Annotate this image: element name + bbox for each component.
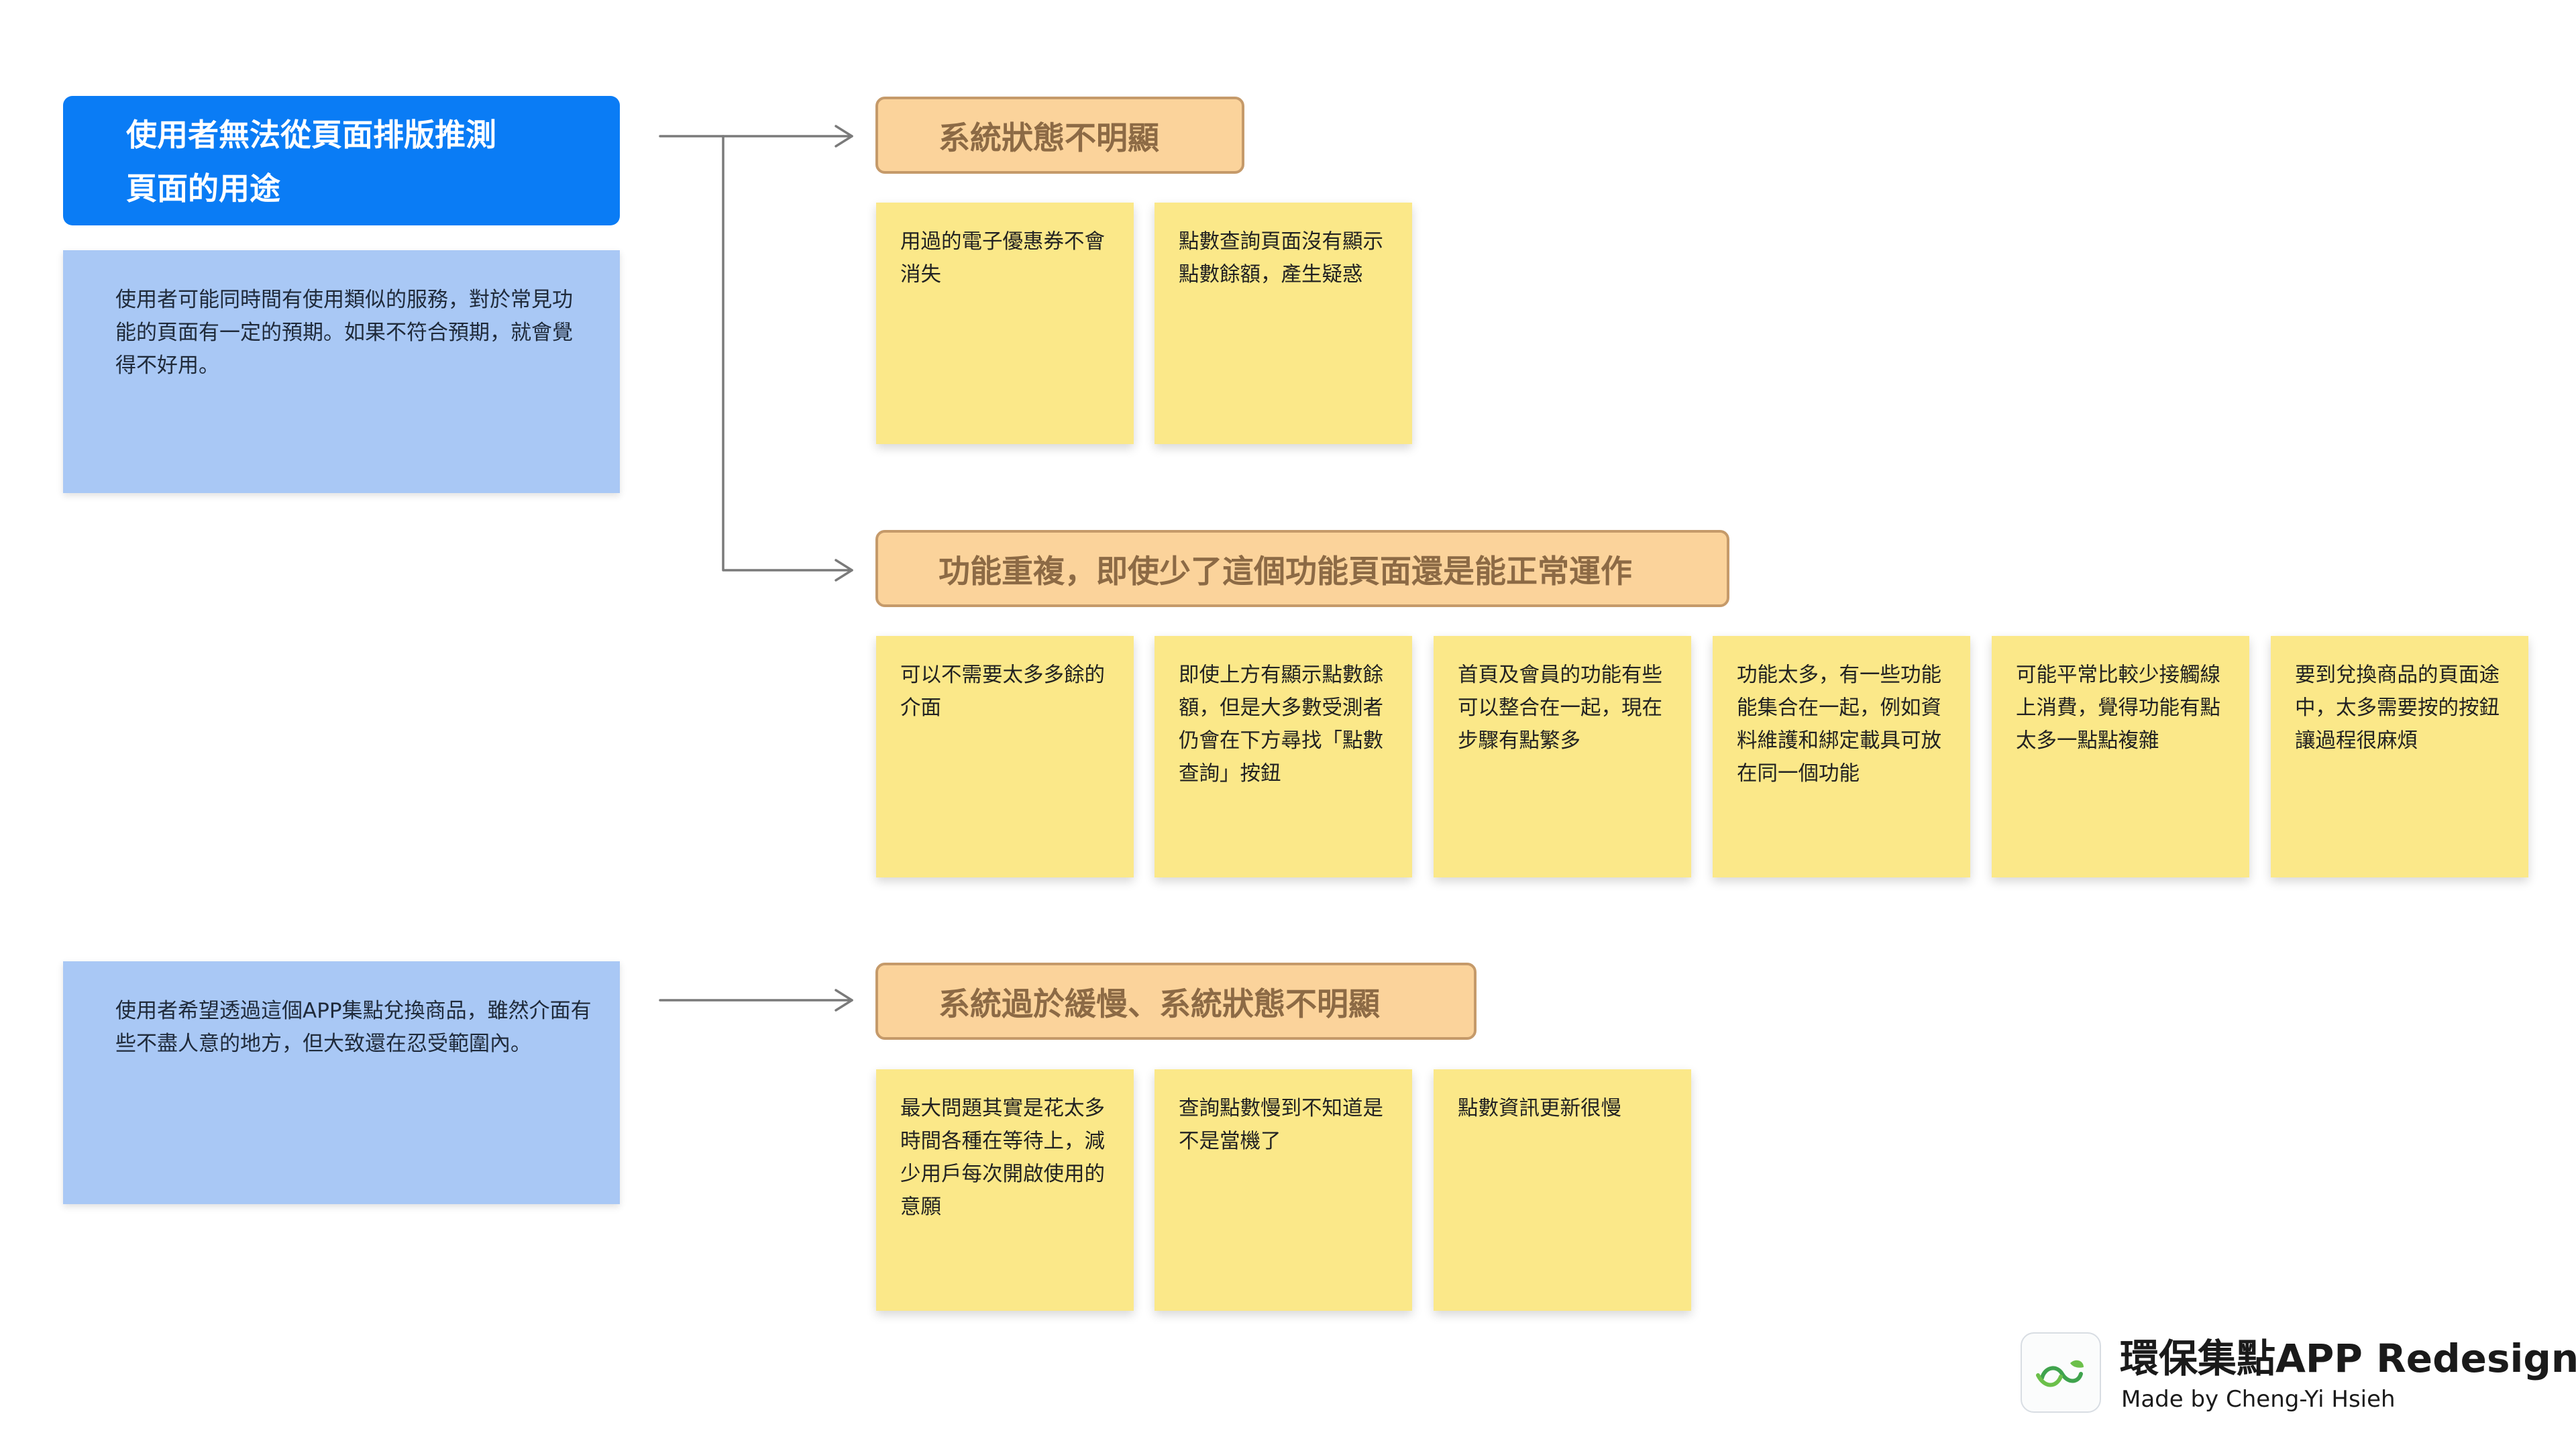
connector-to-category-2 <box>722 135 853 582</box>
problem-title-line-2: 頁面的用途 <box>126 170 280 207</box>
problem-title-line-1: 使用者無法從頁面排版推測 <box>126 117 496 153</box>
sticky-note: 查詢點數慢到不知道是不是當機了 <box>1155 1069 1412 1311</box>
problem-title: 使用者無法從頁面排版推測 頁面的用途 <box>63 96 620 225</box>
footer-author: Made by Cheng-Yi Hsieh <box>2121 1386 2396 1413</box>
sticky-note: 點數資訊更新很慢 <box>1434 1069 1691 1311</box>
category-pill: 系統狀態不明顯 <box>875 97 1244 174</box>
sticky-note: 功能太多，有一些功能能集合在一起，例如資料維護和綁定載具可放在同一個功能 <box>1713 636 1970 877</box>
recycle-leaf-logo-icon <box>2021 1332 2101 1413</box>
sticky-note: 要到兌換商品的頁面途中，太多需要按的按鈕讓過程很麻煩 <box>2271 636 2528 877</box>
connector-to-category-1 <box>659 125 853 148</box>
sticky-note: 點數查詢頁面沒有顯示點數餘額，產生疑惑 <box>1155 203 1412 444</box>
sticky-note: 最大問題其實是花太多時間各種在等待上，減少用戶每次開啟使用的意願 <box>876 1069 1134 1311</box>
sticky-note: 可以不需要太多多餘的介面 <box>876 636 1134 877</box>
footer-title: 環保集點APP Redesign <box>2120 1336 2576 1381</box>
sticky-note: 可能平常比較少接觸線上消費，覺得功能有點太多一點點複雜 <box>1992 636 2249 877</box>
sticky-note: 首頁及會員的功能有些可以整合在一起，現在步驟有點繁多 <box>1434 636 1691 877</box>
problem-description: 使用者可能同時間有使用類似的服務，對於常見功能的頁面有一定的預期。如果不符合預期… <box>63 250 620 493</box>
sticky-note: 即使上方有顯示點數餘額，但是大多數受測者仍會在下方尋找「點數查詢」按鈕 <box>1155 636 1412 877</box>
connector-to-category-3 <box>659 989 853 1012</box>
category-pill: 系統過於緩慢、系統狀態不明顯 <box>875 963 1477 1040</box>
category-pill: 功能重複，即使少了這個功能頁面還是能正常運作 <box>875 530 1729 607</box>
problem-description: 使用者希望透過這個APP集點兌換商品，雖然介面有些不盡人意的地方，但大致還在忍受… <box>63 961 620 1204</box>
sticky-note: 用過的電子優惠券不會消失 <box>876 203 1134 444</box>
